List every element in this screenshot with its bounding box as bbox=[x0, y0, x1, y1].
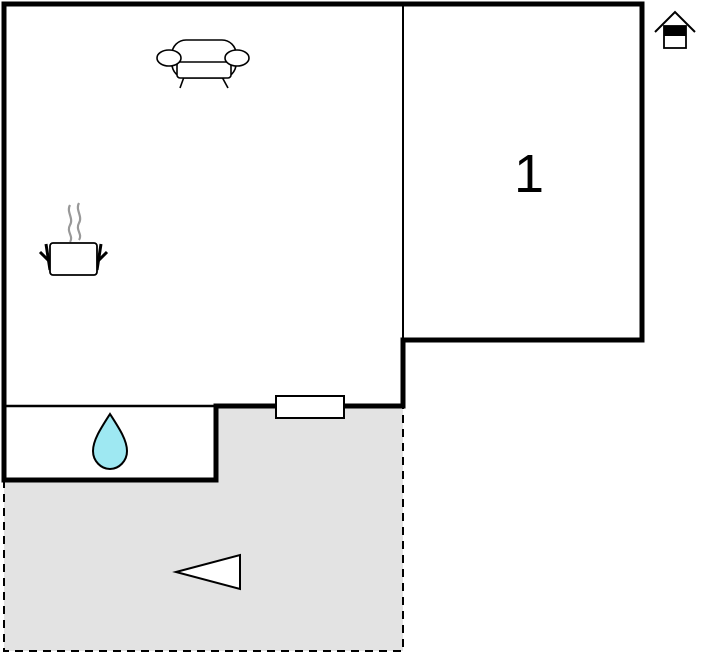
bedroom-floor bbox=[403, 4, 642, 340]
terrace-area bbox=[4, 406, 403, 651]
outer-wall-left-block bbox=[1, 1, 645, 483]
steam-icon bbox=[67, 202, 82, 243]
room-1-label: 1 bbox=[514, 144, 544, 204]
house-icon bbox=[654, 10, 696, 49]
sofa-icon bbox=[156, 39, 250, 89]
walls bbox=[1, 1, 645, 483]
bathroom bbox=[4, 404, 216, 471]
bedroom-1: 1 bbox=[403, 4, 642, 340]
cooking-pot-icon bbox=[38, 202, 109, 276]
direction-arrow-icon bbox=[172, 553, 241, 591]
terrace-dashed-border bbox=[3, 406, 404, 652]
terrace bbox=[3, 406, 404, 652]
water-drop-icon bbox=[91, 412, 129, 471]
window bbox=[275, 395, 345, 419]
